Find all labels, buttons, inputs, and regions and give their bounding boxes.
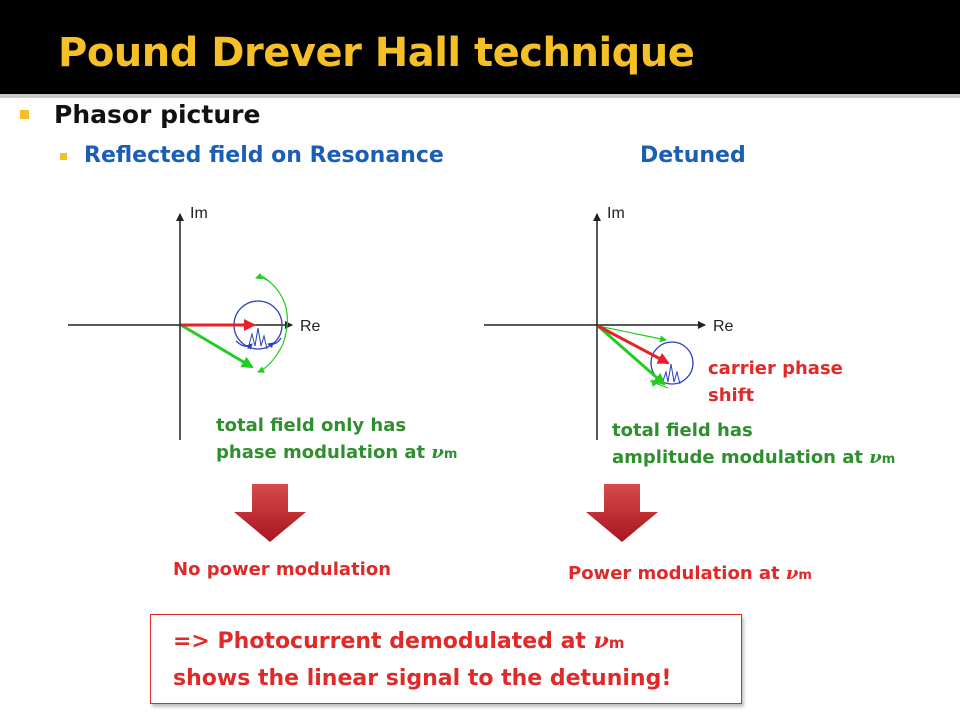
- bullet-phasor-picture: Phasor picture: [54, 100, 261, 129]
- note-line: total field has: [612, 420, 753, 441]
- im-axis-label: Im: [190, 205, 208, 222]
- conclusion-line2: shows the linear signal to the detuning!: [173, 666, 672, 691]
- result-no-power-modulation: No power modulation: [173, 559, 392, 580]
- nu-symbol: ν: [869, 447, 882, 468]
- re-axis-label: Re: [300, 318, 321, 335]
- sideband-spectrum-icon: [661, 363, 681, 385]
- note-text: Power modulation at: [568, 563, 786, 584]
- nu-symbol: ν: [431, 442, 444, 463]
- bullet-square-icon: [60, 153, 67, 160]
- conclusion-text-part: => Photocurrent demodulated at: [173, 629, 594, 654]
- down-arrow-icon: [586, 484, 658, 542]
- im-axis-label: Im: [607, 205, 625, 222]
- bullet-detuned: Detuned: [640, 143, 746, 168]
- bullet-square-icon: [20, 110, 29, 119]
- note-carrier-phase-shift: carrier phase shift: [708, 355, 843, 409]
- diagram-on-resonance: Im Re: [68, 205, 321, 440]
- diagram-detuned: Im Re: [484, 205, 734, 440]
- note-line: total field only has: [216, 415, 407, 436]
- sideband-spectrum-icon: [247, 327, 268, 350]
- nu-subscript: m: [881, 452, 896, 467]
- note-text: amplitude modulation at: [612, 447, 870, 468]
- nu-symbol: ν: [593, 628, 609, 654]
- total-field-phasor: [597, 324, 666, 386]
- carrier-phasor: [597, 324, 670, 365]
- result-power-modulation: Power modulation at νm: [568, 560, 812, 589]
- conclusion-line1: => Photocurrent demodulated at νm: [173, 623, 671, 661]
- conclusion-text: => Photocurrent demodulated at νm shows …: [173, 623, 671, 697]
- note-text: phase modulation at: [216, 442, 432, 463]
- circle-rotation-arrow: [235, 340, 253, 350]
- title-bar: [0, 0, 960, 94]
- title-divider: [0, 94, 960, 98]
- re-axis-label: Re: [713, 318, 734, 335]
- modulation-swing-arc: [257, 275, 289, 373]
- note-line: carrier phase: [708, 358, 843, 379]
- total-field-phasor: [180, 323, 254, 369]
- conclusion-box: => Photocurrent demodulated at νm shows …: [150, 614, 742, 704]
- reference-field-line: [597, 325, 667, 343]
- nu-subscript: m: [608, 634, 625, 652]
- note-line: shift: [708, 385, 755, 406]
- modulation-circle: [650, 341, 694, 385]
- nu-subscript: m: [798, 568, 812, 583]
- note-line: amplitude modulation at νm: [612, 444, 895, 473]
- slide-title: Pound Drever Hall technique: [58, 30, 695, 76]
- bullet-reflected-field: Reflected field on Resonance: [84, 143, 444, 168]
- modulation-swing-arc: [255, 272, 271, 283]
- note-line: phase modulation at νm: [216, 439, 457, 468]
- modulation-swing-line: [649, 380, 669, 389]
- down-arrow-icon: [234, 484, 306, 542]
- note-phase-modulation: total field only has phase modulation at…: [216, 412, 457, 468]
- nu-subscript: m: [443, 447, 458, 462]
- circle-rotation-arrow: [267, 337, 282, 349]
- note-amplitude-modulation: total field has amplitude modulation at …: [612, 417, 895, 473]
- nu-symbol: ν: [785, 563, 799, 584]
